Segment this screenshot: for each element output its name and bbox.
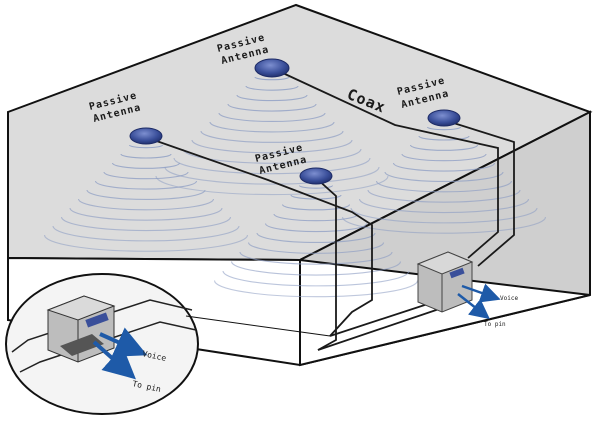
coverage-ring-3-5	[392, 162, 496, 172]
coax-cable-hub-2	[317, 305, 449, 351]
coverage-ring-4-1	[298, 185, 334, 189]
coverage-ring-1-6	[86, 189, 206, 200]
hub: Voice To pin	[416, 251, 518, 328]
coax-cable-2	[271, 67, 499, 259]
coverage-ring-2-10	[173, 157, 371, 175]
antenna-disc-icon	[254, 58, 290, 78]
coverage-ring-3-1	[426, 126, 462, 131]
coax-cable-hub-1	[329, 299, 441, 337]
coverage-ring-1-11	[43, 234, 249, 252]
antenna-disc-icon	[299, 167, 333, 185]
coverage-ring-4-10	[222, 270, 410, 287]
coverage-ring-2-8	[191, 139, 353, 154]
coverage-ring-3-11	[341, 216, 547, 234]
coverage-ring-4-8	[239, 251, 393, 265]
coverage-ring-3-8	[367, 189, 521, 203]
hub-voice-label: Voice	[500, 295, 518, 302]
arrow-icon	[457, 293, 490, 320]
arrow-icon	[92, 340, 136, 380]
coverage-ring-3-10	[350, 207, 538, 224]
coverage-ring-1-9	[60, 216, 232, 232]
coverage-ring-4-3	[281, 204, 351, 211]
coax-cables	[147, 67, 515, 351]
coverage-ring-4-9	[230, 261, 402, 276]
coverage-ring-3-9	[358, 198, 530, 214]
coverage-ring-4-5	[264, 223, 368, 233]
coverage-ring-4-7	[247, 242, 385, 254]
coverage-ring-1-3	[111, 162, 181, 169]
antenna-disc-icon	[427, 109, 461, 127]
coverage-ring-4-11	[213, 280, 419, 298]
coverage-ring-2-7	[200, 130, 344, 143]
coverage-ring-3-2	[418, 135, 470, 141]
coverage-ring-3-7	[375, 180, 513, 193]
coverage-ring-2-12	[155, 175, 389, 196]
coverage-ring-2-1	[254, 76, 290, 81]
coverage-ring-3-4	[401, 153, 487, 162]
coverage-ring-1-7	[77, 198, 215, 211]
coverage-ring-2-2	[245, 85, 299, 91]
coverage-ring-1-1	[128, 144, 164, 149]
coverage-ring-2-11	[164, 166, 380, 185]
coax-cable-3	[443, 119, 515, 267]
coverage-ring-4-6	[256, 232, 376, 243]
coax-cable-1	[147, 137, 373, 337]
coverage-ring-2-3	[236, 94, 308, 102]
coverage-ring-1-10	[52, 225, 240, 242]
coverage-ring-3-3	[409, 144, 479, 151]
coverage-ring-3-6	[384, 171, 504, 182]
coverage-ring-2-9	[182, 148, 362, 164]
antenna-1: Passive Antenna	[88, 89, 163, 145]
hub-data-label: To pin	[484, 321, 506, 328]
coverage-cones	[43, 76, 547, 298]
coverage-ring-2-5	[218, 112, 326, 123]
arrow-icon	[461, 283, 501, 303]
antenna-disc-icon	[129, 127, 163, 145]
coverage-ring-2-4	[227, 103, 317, 112]
coax-cable-4	[315, 177, 337, 351]
inset-pointer	[185, 315, 331, 337]
coverage-ring-2-6	[209, 121, 335, 133]
coverage-ring-1-4	[103, 171, 189, 180]
coverage-ring-1-5	[94, 180, 198, 190]
coverage-ring-1-8	[69, 207, 223, 221]
coverage-ring-4-4	[273, 213, 359, 222]
coverage-ring-1-2	[120, 153, 172, 159]
inset-magnifier: Voice To pin	[5, 273, 199, 415]
